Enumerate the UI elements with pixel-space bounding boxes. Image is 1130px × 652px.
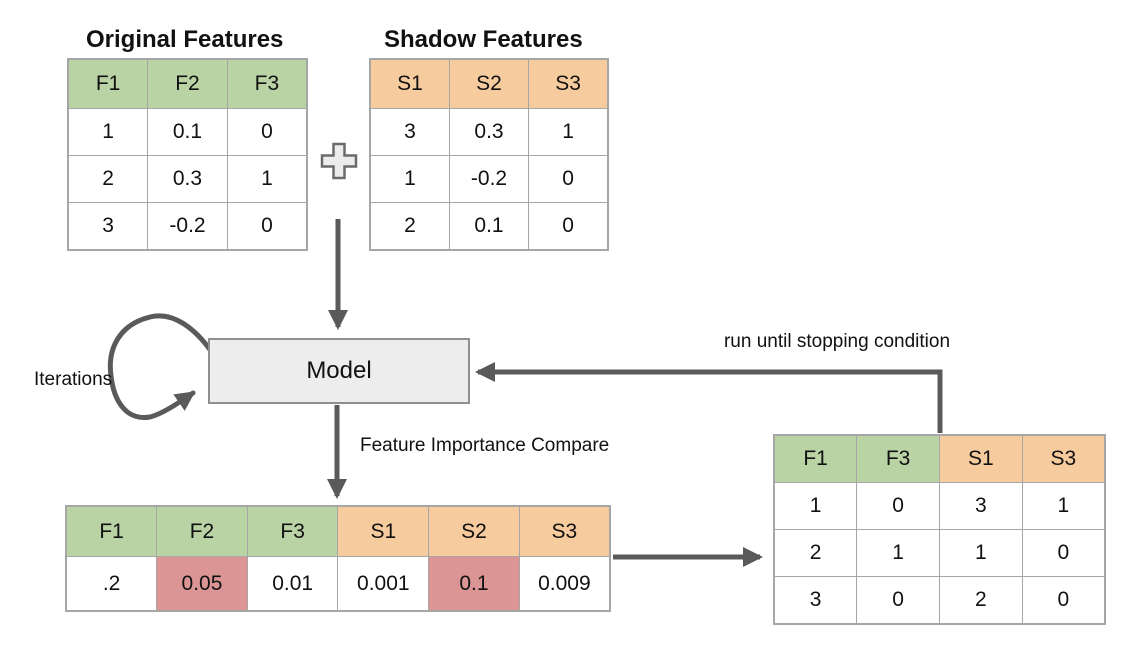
run-until-label: run until stopping condition <box>723 331 951 352</box>
column-header: S1 <box>369 58 450 109</box>
table-cell: 3 <box>773 576 858 625</box>
arrow-result-to-model <box>475 362 943 433</box>
table-row: 3 0 2 0 <box>773 576 1106 625</box>
table-cell: 3 <box>939 482 1023 530</box>
table-row: 3 0.3 1 <box>369 108 609 156</box>
feature-importance-table: F1 F2 F3 S1 S2 S3 .2 0.05 0.01 0.001 0.1… <box>65 505 611 612</box>
column-header: F2 <box>147 58 228 109</box>
table-row: 2 0.1 0 <box>369 202 609 251</box>
shadow-features-table: S1 S2 S3 3 0.3 1 1 -0.2 0 2 0.1 0 <box>369 58 609 251</box>
table-cell: 1 <box>369 155 450 203</box>
table-cell: 2 <box>939 576 1023 625</box>
original-features-table: F1 F2 F3 1 0.1 0 2 0.3 1 3 -0.2 0 <box>67 58 308 251</box>
table-row: 2 0.3 1 <box>67 155 308 203</box>
column-header: F3 <box>226 58 308 109</box>
column-header: S3 <box>1021 434 1106 483</box>
column-header: F1 <box>773 434 858 483</box>
header-row: F1 F3 S1 S3 <box>773 434 1106 483</box>
header-row: S1 S2 S3 <box>369 58 609 109</box>
table-cell: 1 <box>226 155 308 203</box>
table-cell: 0 <box>1021 576 1106 625</box>
table-cell: 0.3 <box>147 155 228 203</box>
column-header: S3 <box>518 505 611 557</box>
table-cell: 1 <box>939 529 1023 577</box>
table-cell: 2 <box>773 529 858 577</box>
importance-value-cell: 0.009 <box>518 556 611 612</box>
column-header: S1 <box>337 505 430 557</box>
table-row: 1 0 3 1 <box>773 482 1106 530</box>
model-label: Model <box>306 357 372 384</box>
table-cell: 3 <box>369 108 450 156</box>
table-cell: 0 <box>856 482 940 530</box>
table-cell: 0 <box>528 155 609 203</box>
table-row: 1 0.1 0 <box>67 108 308 156</box>
table-cell: 0 <box>226 202 308 251</box>
table-cell: 2 <box>67 155 149 203</box>
table-row: .2 0.05 0.01 0.001 0.1 0.009 <box>65 556 611 612</box>
column-header: S1 <box>939 434 1023 483</box>
table-cell: 0 <box>226 108 308 156</box>
column-header: F1 <box>65 505 158 557</box>
importance-value-cell: 0.01 <box>246 556 339 612</box>
column-header: F2 <box>156 505 248 557</box>
table-cell: 0.1 <box>147 108 228 156</box>
iterations-loop-arrow <box>107 313 214 420</box>
table-cell: 1 <box>528 108 609 156</box>
importance-value-cell: .2 <box>65 556 158 612</box>
table-cell: -0.2 <box>147 202 228 251</box>
importance-value-cell: 0.1 <box>428 556 520 612</box>
table-cell: 1 <box>856 529 940 577</box>
importance-value-cell: 0.05 <box>156 556 248 612</box>
importance-value-cell: 0.001 <box>337 556 430 612</box>
table-cell: -0.2 <box>448 155 530 203</box>
result-table: F1 F3 S1 S3 1 0 3 1 2 1 1 0 3 0 2 <box>773 434 1106 625</box>
model-box: Model <box>208 338 470 404</box>
original-features-title: Original Features <box>86 26 284 53</box>
table-cell: 3 <box>67 202 149 251</box>
table-cell: 1 <box>67 108 149 156</box>
table-row: 3 -0.2 0 <box>67 202 308 251</box>
column-header: S3 <box>528 58 609 109</box>
plus-icon <box>320 142 358 180</box>
table-row: 2 1 1 0 <box>773 529 1106 577</box>
feature-importance-compare-label: Feature Importance Compare <box>360 435 610 456</box>
iterations-label: Iterations <box>34 369 113 390</box>
table-cell: 2 <box>369 202 450 251</box>
table-row: 1 -0.2 0 <box>369 155 609 203</box>
table-cell: 1 <box>1021 482 1106 530</box>
shadow-features-title: Shadow Features <box>384 26 583 53</box>
table-cell: 0 <box>856 576 940 625</box>
column-header: F3 <box>246 505 339 557</box>
table-cell: 0 <box>528 202 609 251</box>
column-header: S2 <box>428 505 520 557</box>
column-header: S2 <box>448 58 530 109</box>
header-row: F1 F2 F3 S1 S2 S3 <box>65 505 611 557</box>
table-cell: 0.1 <box>448 202 530 251</box>
table-cell: 0.3 <box>448 108 530 156</box>
column-header: F3 <box>856 434 940 483</box>
header-row: F1 F2 F3 <box>67 58 308 109</box>
column-header: F1 <box>67 58 149 109</box>
table-cell: 1 <box>773 482 858 530</box>
table-cell: 0 <box>1021 529 1106 577</box>
